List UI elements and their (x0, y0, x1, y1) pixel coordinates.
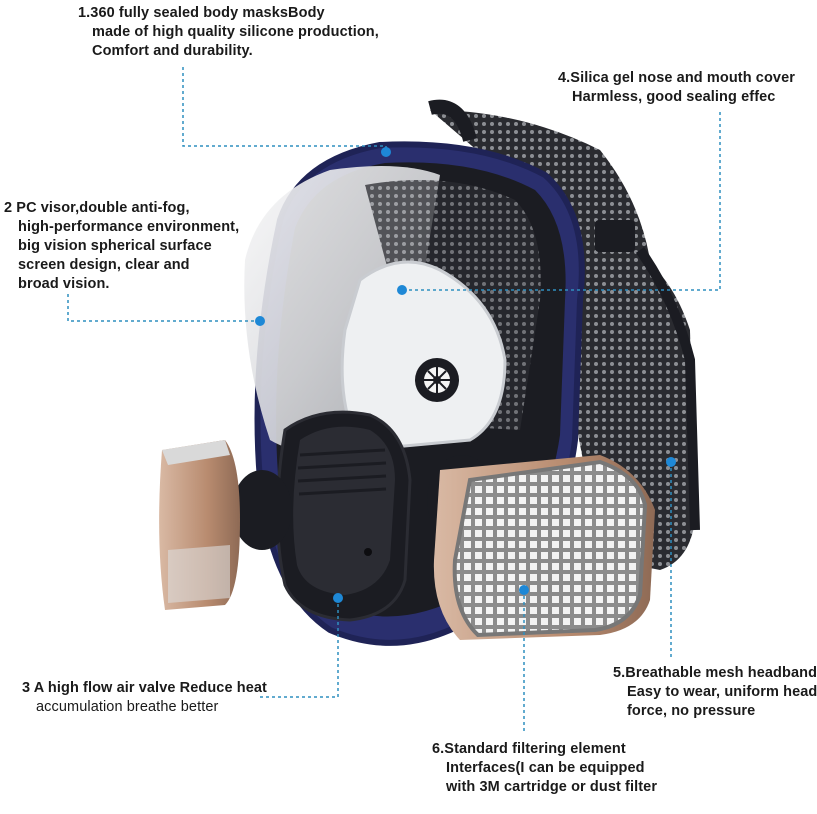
respirator-illustration (67, 67, 721, 731)
left-filter-cartridge (159, 440, 292, 610)
callout-valve-line-1: 3 A high flow air valve Reduce heat (22, 680, 267, 696)
mesh-headband (428, 99, 700, 570)
dot-mesh (666, 457, 676, 467)
nose-cup (340, 260, 507, 452)
callout-valve: 3 A high flow air valve Reduce heat accu… (22, 679, 267, 717)
callout-filter-line-3: with 3M cartridge or dust filter (446, 779, 658, 795)
dot-visor (255, 316, 265, 326)
leader-valve (258, 598, 339, 698)
callout-visor-line-1: 2 PC visor,double anti-fog, (4, 200, 190, 216)
callout-body-line-2: made of high quality silicone production… (92, 24, 379, 40)
callout-filter-line-2: Interfaces(I can be equipped (446, 760, 645, 776)
callout-mesh-line-3: force, no pressure (627, 703, 756, 719)
dot-filter (519, 585, 529, 595)
callout-nose-line-1: 4.Silica gel nose and mouth cover (558, 70, 795, 86)
callout-visor: 2 PC visor,double anti-fog, high-perform… (4, 199, 239, 294)
callout-filter: 6.Standard filtering element Interfaces(… (432, 740, 657, 797)
product-diagram: 1.360 fully sealed body masksBody made o… (4, 4, 817, 797)
callout-nose: 4.Silica gel nose and mouth cover Harmle… (558, 69, 795, 107)
callout-visor-line-2: high-performance environment, (18, 219, 240, 235)
right-filter-cartridge (427, 455, 655, 640)
leader-visor (67, 294, 260, 322)
callout-mesh-line-1: 5.Breathable mesh headband (613, 665, 817, 681)
callout-mesh-line-2: Easy to wear, uniform head (627, 684, 817, 700)
callout-visor-line-3: big vision spherical surface (18, 238, 212, 254)
dot-body (381, 147, 391, 157)
dot-nose (397, 285, 407, 295)
callout-nose-line-2: Harmless, good sealing effec (572, 89, 776, 105)
callout-filter-line-1: 6.Standard filtering element (432, 741, 626, 757)
leader-nose (402, 112, 721, 291)
callout-visor-line-4: screen design, clear and (18, 257, 190, 273)
air-valve (276, 410, 412, 622)
callout-body: 1.360 fully sealed body masksBody made o… (78, 4, 379, 61)
callout-body-line-3: Comfort and durability. (92, 43, 253, 59)
callout-valve-line-2: accumulation breathe better (36, 699, 219, 715)
dot-valve (333, 593, 343, 603)
callout-visor-line-5: broad vision. (18, 276, 110, 292)
callout-mesh: 5.Breathable mesh headband Easy to wear,… (613, 664, 817, 721)
callout-body-line-1: 1.360 fully sealed body masksBody (78, 5, 325, 21)
leader-body (182, 67, 387, 152)
